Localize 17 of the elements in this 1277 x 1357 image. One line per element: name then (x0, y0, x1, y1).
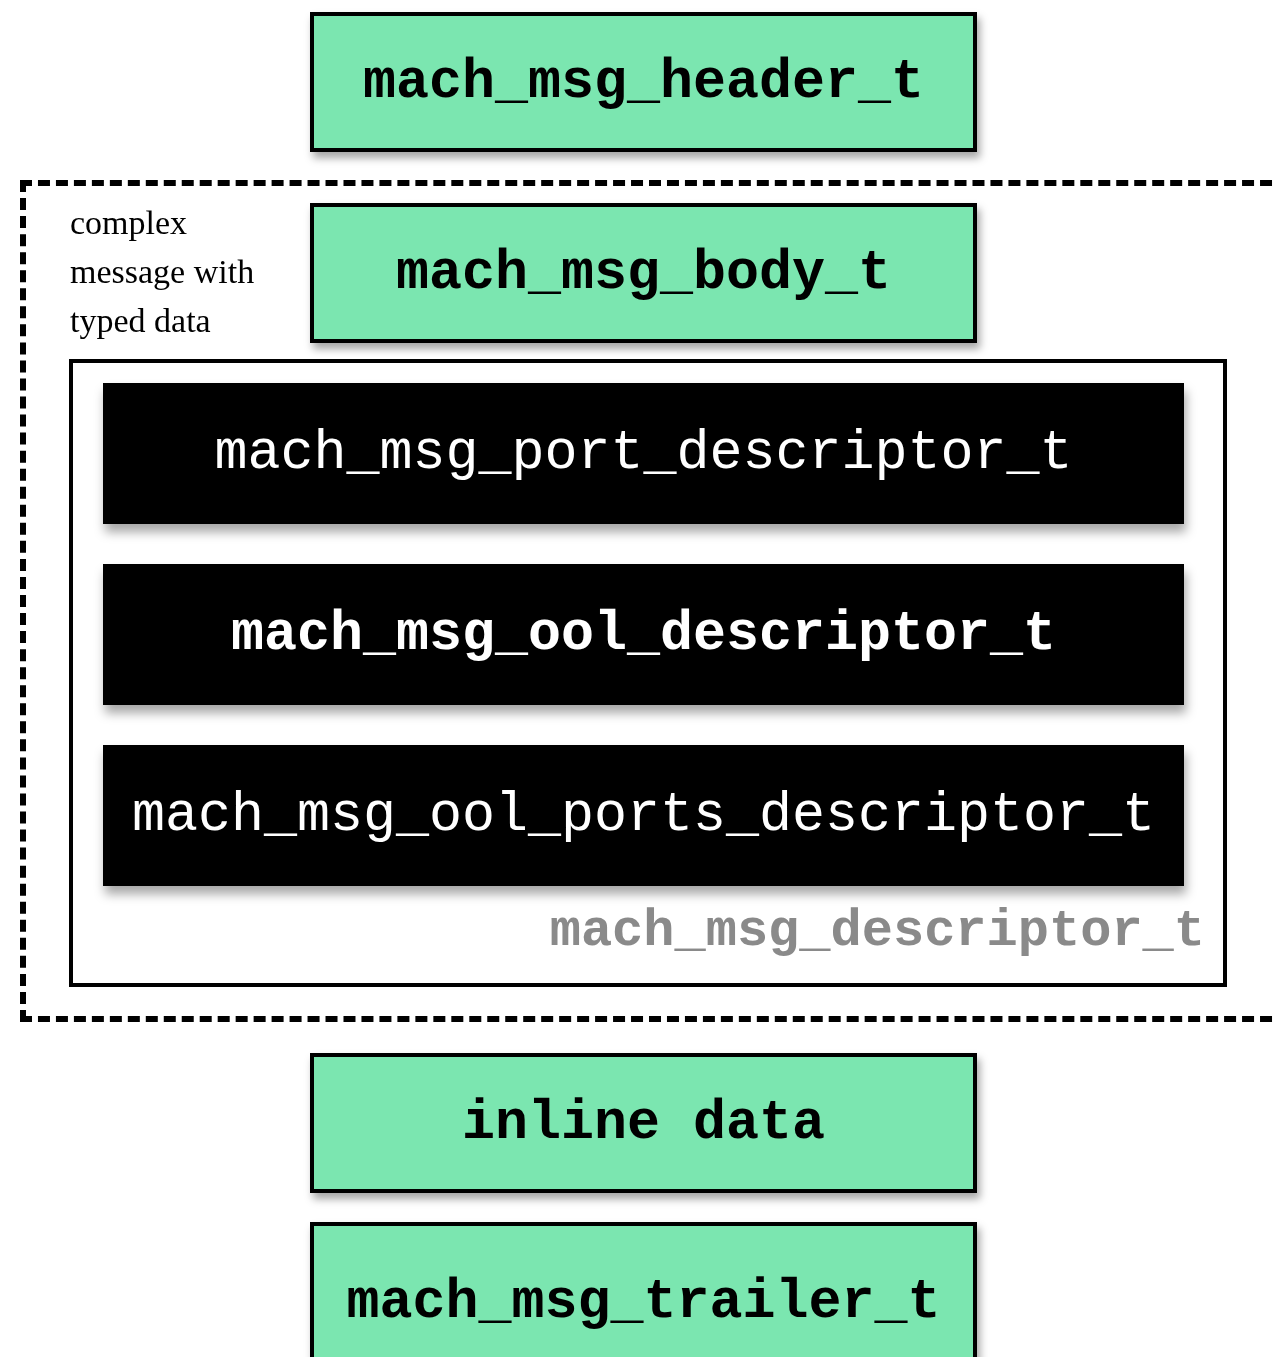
group-heading: complex message with typed data (70, 203, 256, 341)
type-name: mach_msg_body_t (395, 241, 892, 305)
type-name: mach_msg_ool_ports_descriptor_t (131, 784, 1156, 847)
struct-box (310, 12, 977, 152)
struct-box (310, 1222, 977, 1357)
struct-box (310, 1053, 977, 1193)
type-name: mach_msg_ool_descriptor_t (230, 603, 1057, 666)
struct-box (310, 203, 977, 343)
type-name: mach_msg_header_t (362, 50, 925, 114)
type-name: mach_msg_trailer_t (346, 1270, 941, 1334)
descriptor-box (103, 745, 1184, 886)
type-name: inline data (461, 1091, 826, 1155)
descriptor-box (103, 383, 1184, 524)
type-name: mach_msg_port_descriptor_t (214, 422, 1073, 485)
descriptor-box (103, 564, 1184, 705)
type-name: mach_msg_descriptor_t (549, 902, 1205, 961)
descriptor-container-box (69, 359, 1227, 987)
